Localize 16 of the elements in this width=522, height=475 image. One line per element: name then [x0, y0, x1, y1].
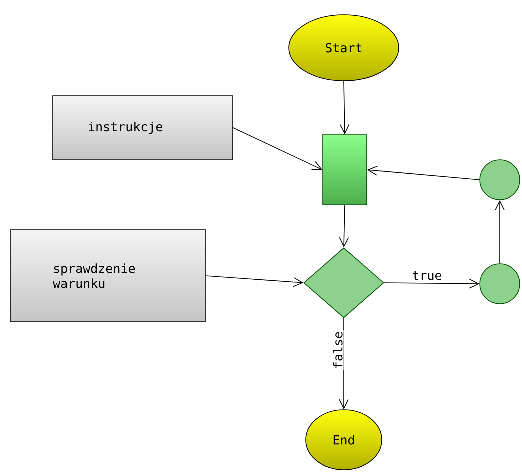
connector-circle: [480, 160, 520, 200]
arrow: [339, 318, 349, 410]
edge-label: true: [411, 270, 444, 282]
arrow: [495, 200, 505, 264]
arrow: [384, 279, 480, 289]
process-box: instrukcje: [52, 96, 234, 160]
decision-diamond: [304, 248, 384, 318]
arrow: [233, 128, 323, 170]
connector-circle: [480, 264, 520, 304]
process-box: [322, 134, 368, 206]
process-box: sprawdzenie warunku: [10, 230, 206, 322]
arrow: [339, 205, 350, 248]
arrow: [367, 166, 480, 180]
arrow: [206, 276, 304, 288]
arrow: [340, 81, 350, 135]
edge-label: false: [332, 330, 344, 370]
